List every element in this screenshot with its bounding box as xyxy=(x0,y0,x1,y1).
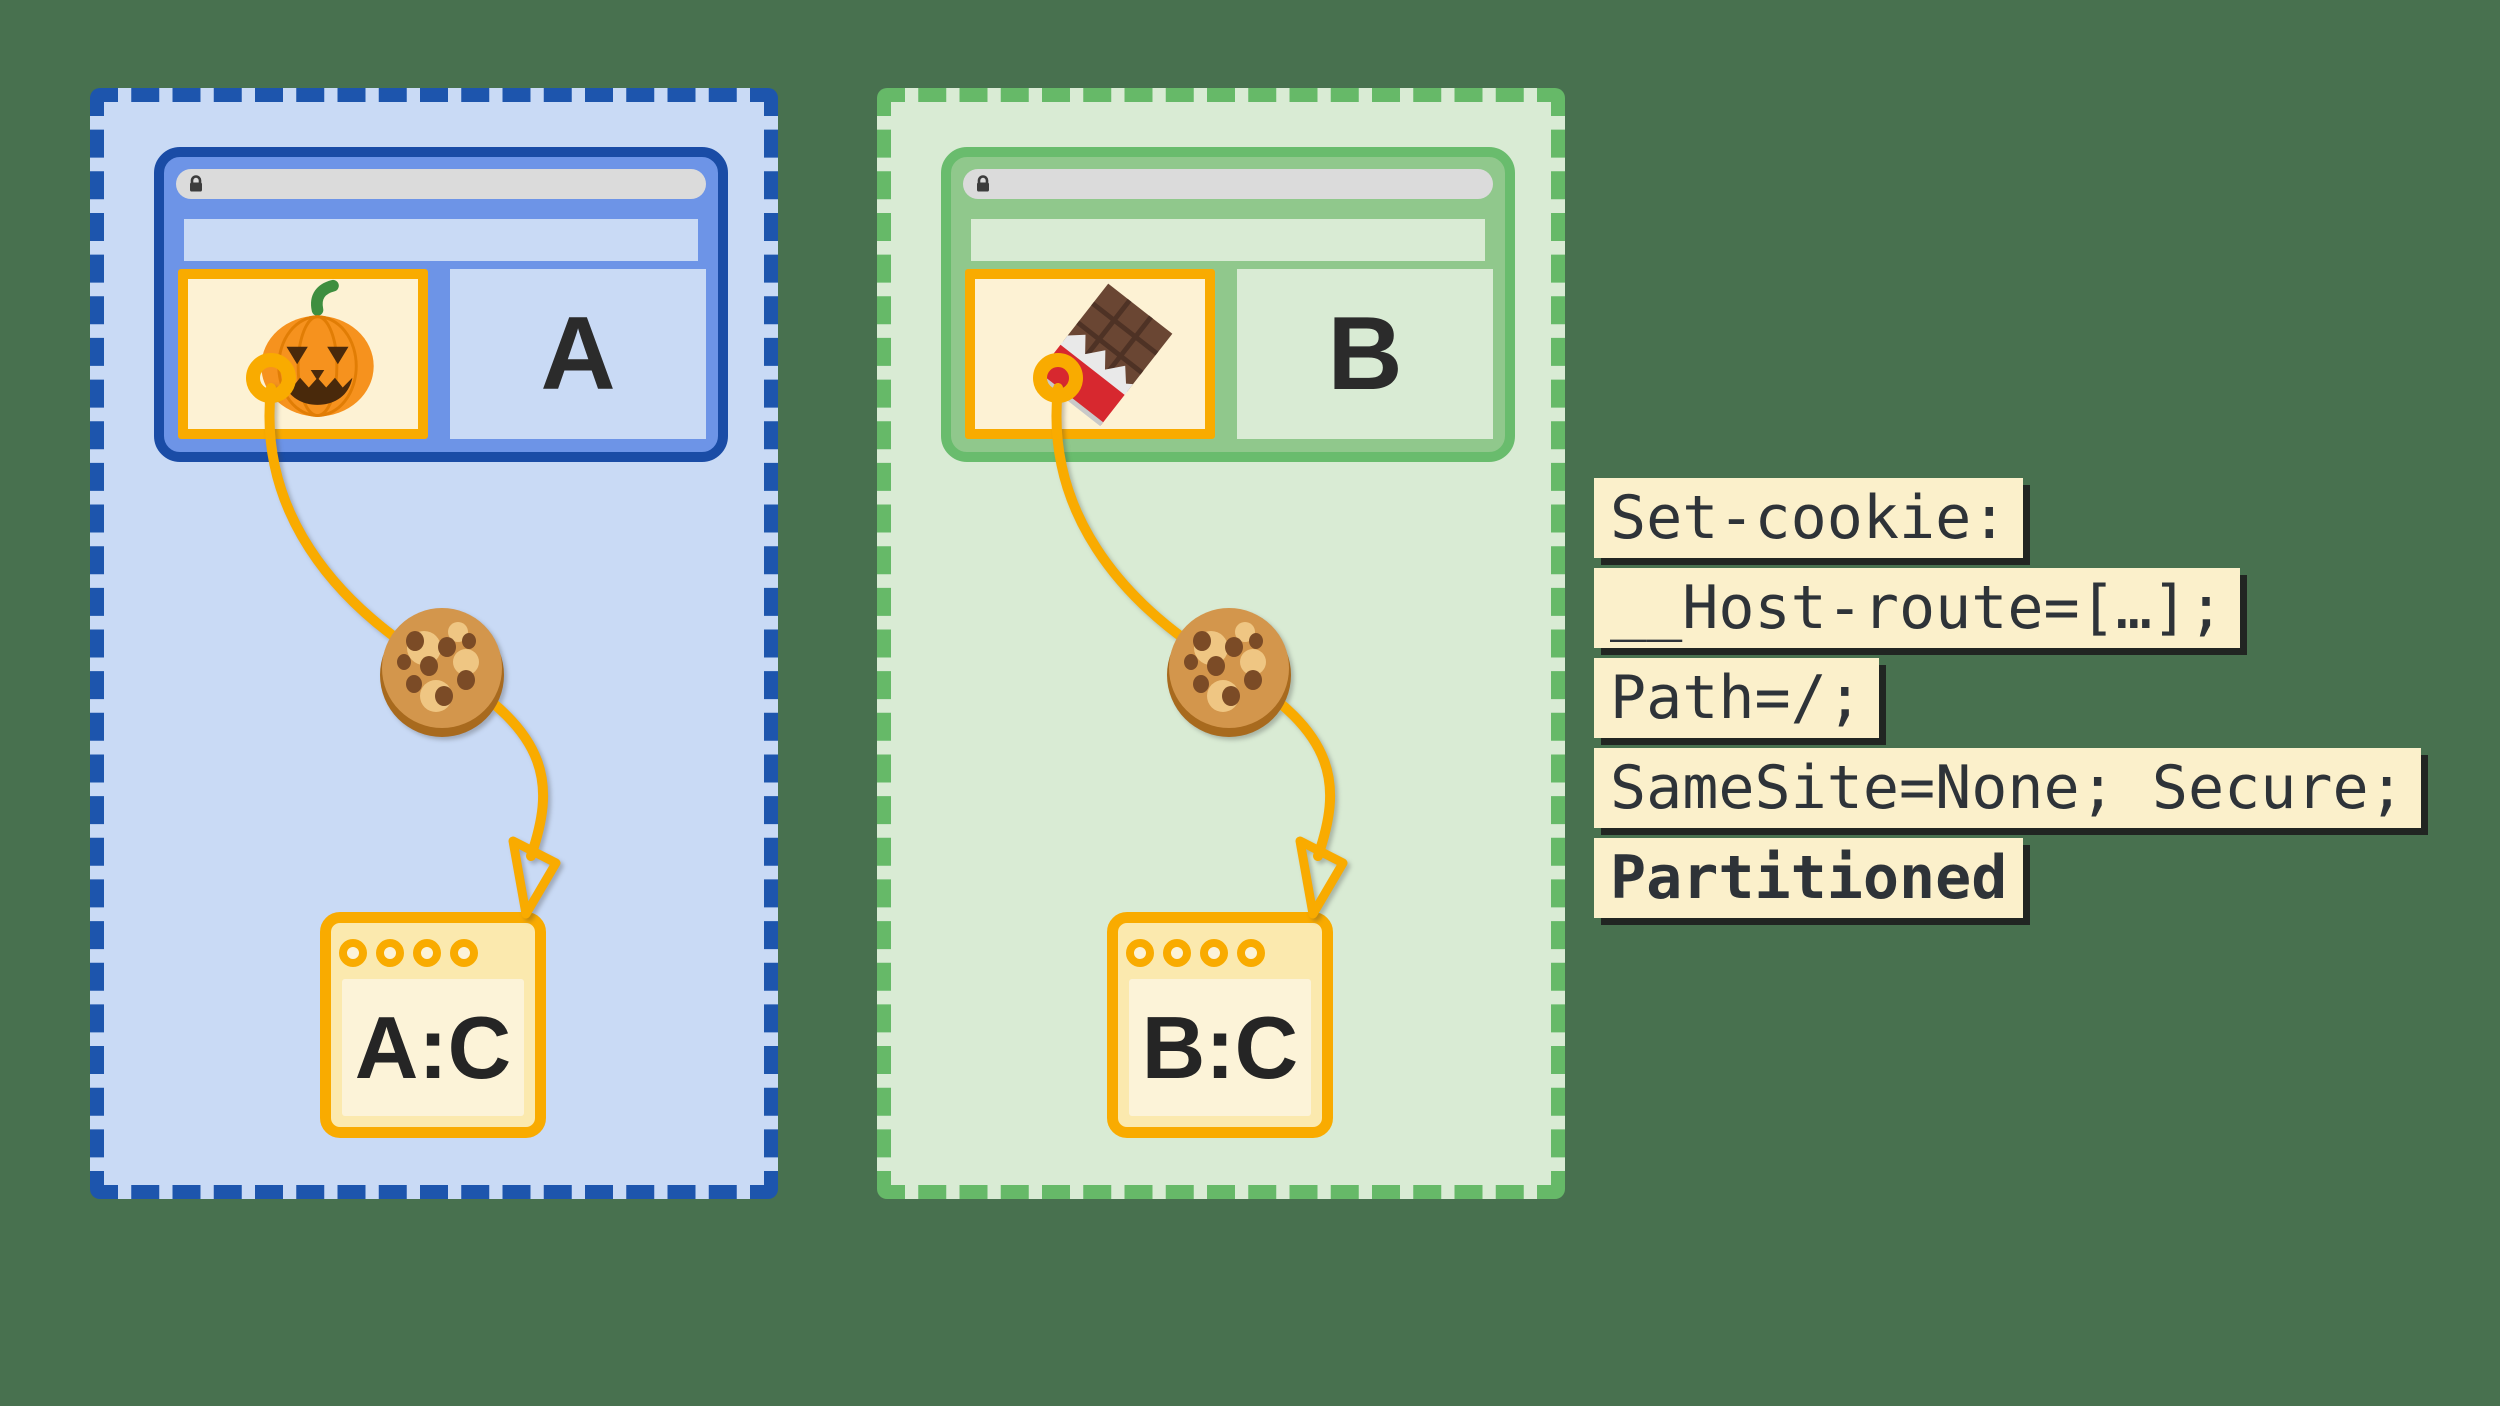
cookie-flow-arrow xyxy=(90,88,778,1199)
set-cookie-code-block: Set-cookie: __Host-route=[…]; Path=/; Sa… xyxy=(1594,478,2421,928)
page-content-strip xyxy=(184,219,698,261)
partition-site-b: B B:C xyxy=(877,88,1565,1199)
dot-icon xyxy=(1200,939,1228,967)
browser-window-a: A xyxy=(154,147,728,462)
code-line: Path=/; xyxy=(1594,658,1879,738)
dot-icon xyxy=(339,939,367,967)
code-line: __Host-route=[…]; xyxy=(1594,568,2241,648)
dot-icon xyxy=(1126,939,1154,967)
partition-key-label: B:C xyxy=(1141,997,1299,1097)
cookie-origin-ring-icon xyxy=(1033,353,1083,403)
dot-icon xyxy=(1237,939,1265,967)
site-label: B xyxy=(1327,296,1403,412)
storage-window-dots xyxy=(1126,939,1265,967)
dot-icon xyxy=(413,939,441,967)
cookie-flow-arrow xyxy=(877,88,1565,1199)
embedded-iframe-c xyxy=(178,269,428,439)
site-panel: A xyxy=(450,269,706,439)
partition-key-label: A:C xyxy=(354,997,512,1097)
partition-site-a: A A:C xyxy=(90,88,778,1199)
code-line: Set-cookie: xyxy=(1594,478,2024,558)
cookie-icon xyxy=(1167,608,1291,737)
dot-icon xyxy=(1163,939,1191,967)
browser-window-b: B xyxy=(941,147,1515,462)
address-bar xyxy=(176,169,706,199)
code-line: SameSite=None; Secure; xyxy=(1594,748,2421,828)
code-line-partitioned: Partitioned xyxy=(1594,838,2024,918)
address-bar xyxy=(963,169,1493,199)
storage-body: B:C xyxy=(1129,979,1311,1116)
site-label: A xyxy=(540,296,616,412)
cookie-icon xyxy=(380,608,504,737)
dot-icon xyxy=(450,939,478,967)
cookie-storage-window-b: B:C xyxy=(1107,912,1333,1138)
page-content-strip xyxy=(971,219,1485,261)
embedded-iframe-c xyxy=(965,269,1215,439)
storage-window-dots xyxy=(339,939,478,967)
site-panel: B xyxy=(1237,269,1493,439)
storage-body: A:C xyxy=(342,979,524,1116)
cookie-origin-ring-icon xyxy=(246,353,296,403)
dot-icon xyxy=(376,939,404,967)
cookie-storage-window-a: A:C xyxy=(320,912,546,1138)
